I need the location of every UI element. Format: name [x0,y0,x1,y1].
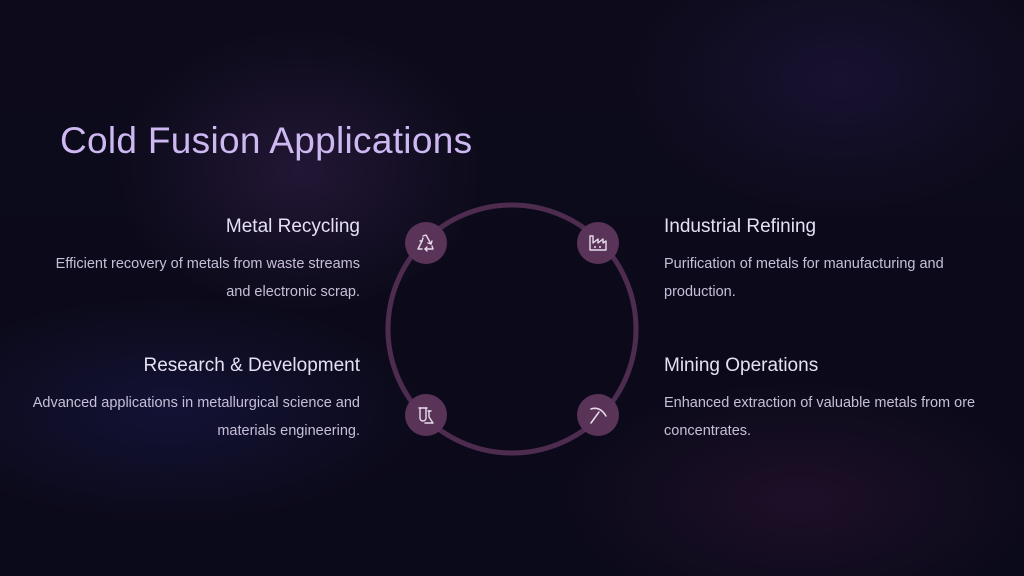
item-description: Advanced applications in metallurgical s… [32,395,360,439]
slide-title: Cold Fusion Applications [60,120,473,161]
item-title: Metal Recycling [225,216,360,237]
item-research-development: Research & Development Advanced applicat… [30,354,360,445]
item-title: Mining Operations [664,355,819,376]
node-circle [405,222,447,264]
recycle-icon [417,234,434,252]
node-recycle [405,222,447,264]
node-pickaxe [577,394,619,436]
flask-icon [418,407,434,424]
item-description: Enhanced extraction of valuable metals f… [664,395,976,439]
pickaxe-icon [590,407,607,424]
node-flask [405,394,447,436]
node-circle [577,394,619,436]
item-description: Purification of metals for manufacturing… [664,256,944,300]
factory-icon [589,235,607,251]
item-mining-operations: Mining Operations Enhanced extraction of… [664,354,994,445]
item-metal-recycling: Metal Recycling Efficient recovery of me… [30,215,360,306]
node-factory [577,222,619,264]
item-title: Research & Development [143,355,361,376]
item-description: Efficient recovery of metals from waste … [55,256,360,300]
item-industrial-refining: Industrial Refining Purification of meta… [664,215,994,306]
item-title: Industrial Refining [664,216,817,237]
cycle-ring [385,202,639,456]
